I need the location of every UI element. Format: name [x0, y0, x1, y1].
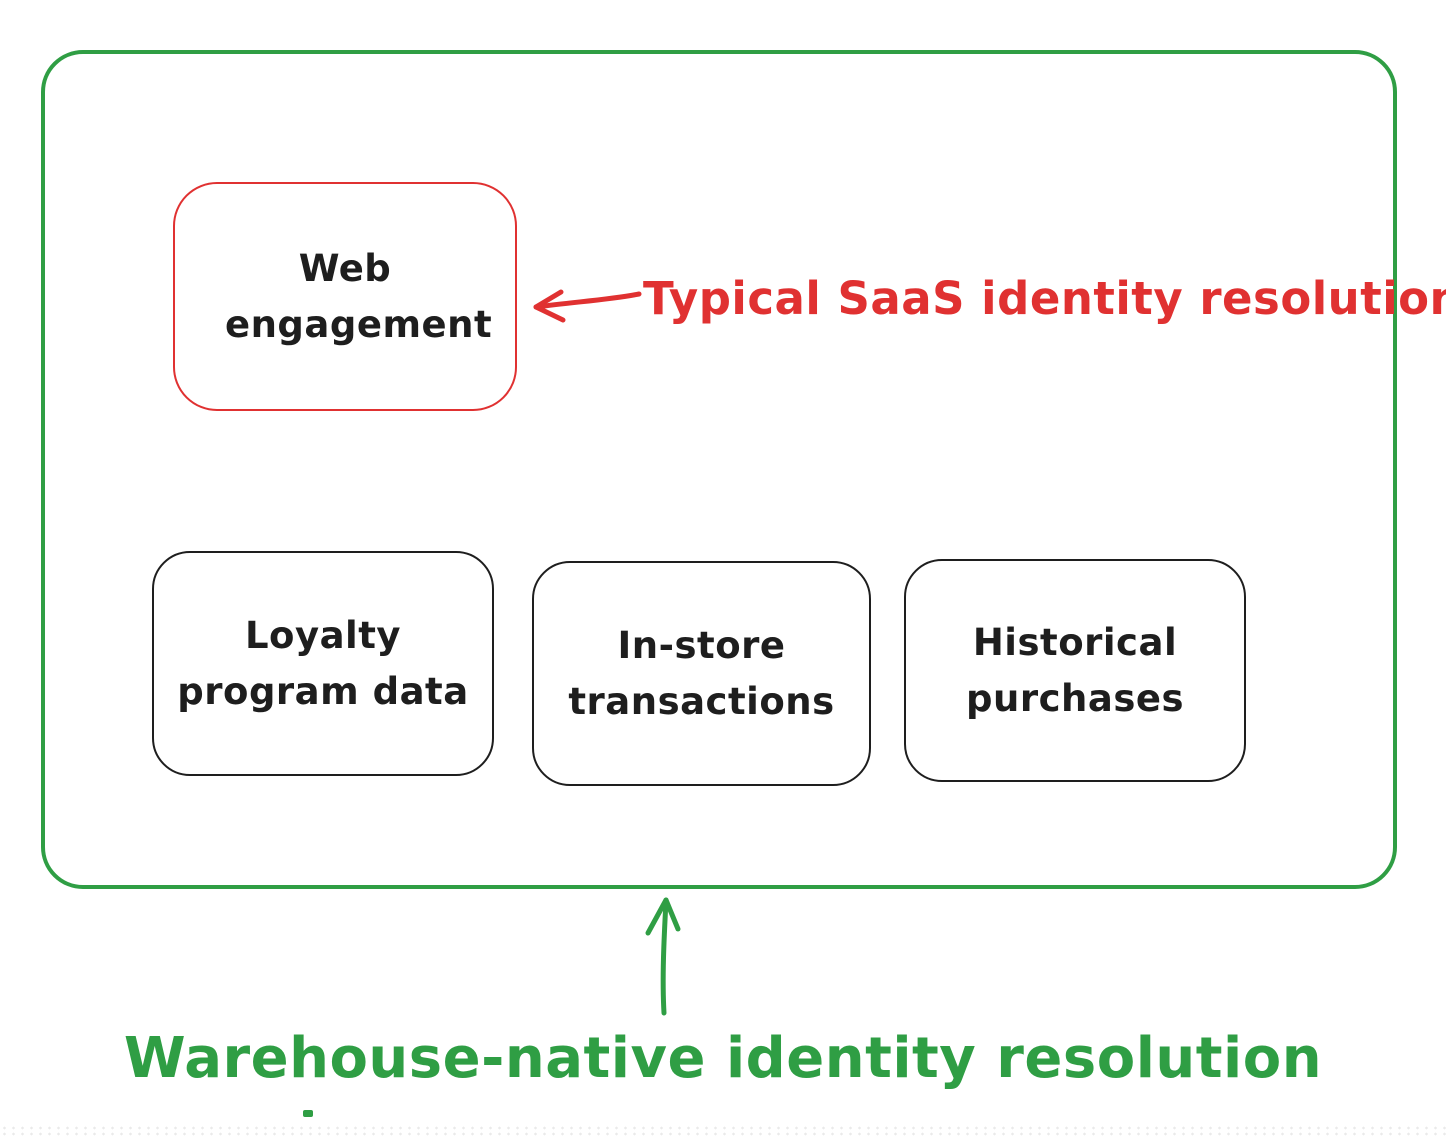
in-store-transactions-box: In-store transactions [532, 561, 871, 786]
historical-purchases-box: Historical purchases [904, 559, 1246, 782]
loyalty-program-data-box: Loyalty program data [152, 551, 494, 776]
web-engagement-label: Web engagement [225, 247, 493, 346]
stray-pen-mark [303, 1110, 313, 1117]
warehouse-scope-container: Web engagement Typical SaaS identity res… [41, 50, 1446, 889]
up-arrow-icon [645, 897, 681, 1016]
saas-annotation: Typical SaaS identity resolution [643, 272, 1446, 325]
web-engagement-box: Web engagement [173, 182, 517, 411]
warehouse-annotation: Warehouse-native identity resolution [123, 1026, 1323, 1091]
historical-purchases-label: Historical purchases [966, 621, 1184, 720]
bottom-dotted-texture [0, 1125, 1446, 1138]
in-store-transactions-label: In-store transactions [568, 624, 835, 723]
loyalty-program-data-label: Loyalty program data [177, 614, 469, 713]
left-arrow-icon [533, 289, 642, 323]
